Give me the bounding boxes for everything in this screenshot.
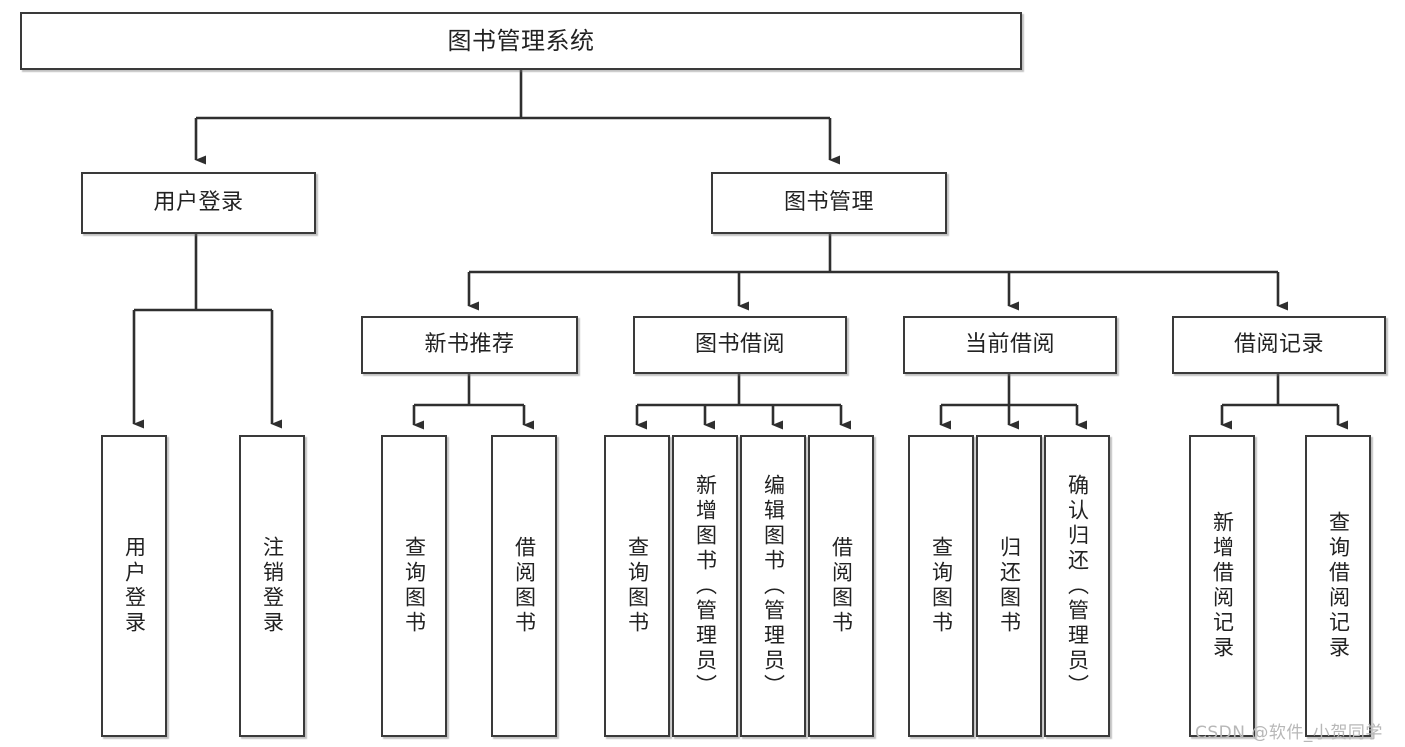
node-current-borrow[interactable]: 当前借阅 bbox=[903, 316, 1117, 374]
node-current-borrow-label: 当前借阅 bbox=[964, 331, 1055, 357]
node-leaf-query-record[interactable]: 查询借阅记录 bbox=[1305, 435, 1371, 737]
node-root-label: 图书管理系统 bbox=[447, 26, 595, 55]
node-leaf-add-record-label: 新增借阅记录 bbox=[1210, 511, 1235, 661]
node-leaf-logout-label: 注销登录 bbox=[260, 536, 285, 636]
node-leaf-query-book-3-label: 查询图书 bbox=[929, 536, 954, 636]
node-borrow-record-label: 借阅记录 bbox=[1233, 331, 1324, 357]
node-leaf-edit-book[interactable]: 编辑图书（管理员） bbox=[740, 435, 806, 737]
csdn-watermark: CSDN @软件_小贺同学 bbox=[1195, 723, 1383, 743]
node-borrow-record[interactable]: 借阅记录 bbox=[1172, 316, 1386, 374]
node-book-borrow-label: 图书借阅 bbox=[694, 331, 785, 357]
node-leaf-query-record-label: 查询借阅记录 bbox=[1326, 511, 1351, 661]
node-leaf-return-book[interactable]: 归还图书 bbox=[976, 435, 1042, 737]
node-leaf-add-book[interactable]: 新增图书（管理员） bbox=[672, 435, 738, 737]
node-leaf-borrow-book-1-label: 借阅图书 bbox=[512, 536, 537, 636]
node-book-management-label: 图书管理 bbox=[783, 189, 874, 215]
node-leaf-query-book-1[interactable]: 查询图书 bbox=[381, 435, 447, 737]
node-book-borrow[interactable]: 图书借阅 bbox=[633, 316, 847, 374]
node-leaf-query-book-2-label: 查询图书 bbox=[625, 536, 650, 636]
node-leaf-logout[interactable]: 注销登录 bbox=[239, 435, 305, 737]
node-leaf-query-book-2[interactable]: 查询图书 bbox=[604, 435, 670, 737]
node-leaf-confirm-return-label: 确认归还（管理员） bbox=[1065, 473, 1090, 699]
node-leaf-borrow-book-2[interactable]: 借阅图书 bbox=[808, 435, 874, 737]
node-leaf-add-book-label: 新增图书（管理员） bbox=[693, 473, 718, 699]
node-leaf-query-book-3[interactable]: 查询图书 bbox=[908, 435, 974, 737]
node-leaf-user-login[interactable]: 用户登录 bbox=[101, 435, 167, 737]
node-user-login[interactable]: 用户登录 bbox=[81, 172, 316, 234]
node-leaf-edit-book-label: 编辑图书（管理员） bbox=[761, 473, 786, 699]
node-leaf-borrow-book-2-label: 借阅图书 bbox=[829, 536, 854, 636]
node-new-book-recommend[interactable]: 新书推荐 bbox=[361, 316, 578, 374]
node-root[interactable]: 图书管理系统 bbox=[20, 12, 1022, 70]
node-leaf-query-book-1-label: 查询图书 bbox=[402, 536, 427, 636]
node-leaf-borrow-book-1[interactable]: 借阅图书 bbox=[491, 435, 557, 737]
node-user-login-label: 用户登录 bbox=[153, 189, 244, 215]
node-new-book-recommend-label: 新书推荐 bbox=[424, 331, 515, 357]
node-leaf-confirm-return[interactable]: 确认归还（管理员） bbox=[1044, 435, 1110, 737]
node-leaf-add-record[interactable]: 新增借阅记录 bbox=[1189, 435, 1255, 737]
node-leaf-user-login-label: 用户登录 bbox=[122, 536, 147, 636]
node-book-management[interactable]: 图书管理 bbox=[711, 172, 947, 234]
node-leaf-return-book-label: 归还图书 bbox=[997, 536, 1022, 636]
